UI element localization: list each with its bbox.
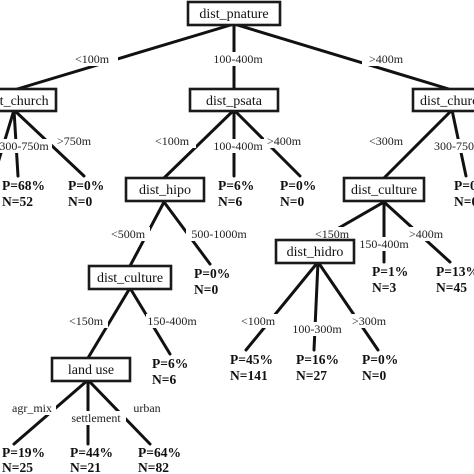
leaf-p: P=13% [436, 264, 474, 279]
edge-label-landuse-mid: settlement [71, 411, 121, 425]
node-dist-church-left: dist_church [0, 87, 58, 113]
edge-label-hidro-left: <100m [241, 314, 276, 328]
edge-root-left [12, 22, 236, 92]
node-dist-psata: dist_psata [188, 87, 280, 113]
node-label-dist-culture-mid: dist_culture [97, 271, 163, 286]
edge-label-hipo-right: 500-1000m [191, 227, 247, 241]
leaf-n: N=141 [230, 368, 268, 383]
node-dist-church-right: dist_churc [411, 87, 474, 113]
node-label-dist-pnature: dist_pnature [199, 7, 268, 22]
edge-hidro-left [244, 260, 320, 352]
leaf-n: N=6 [152, 372, 176, 387]
edge-label-landuse-left: agr_mix [12, 401, 52, 415]
edge-label-hidro-mid: 100-300m [292, 322, 342, 336]
node-label-dist-psata: dist_psata [206, 94, 263, 109]
edge-label-hidro-right: >300m [352, 314, 387, 328]
leaf-p: P=68% [2, 178, 45, 193]
edge-label-landuse-right: urban [133, 401, 160, 415]
edge-label-root-left: <100m [75, 52, 110, 66]
edge-label-root-right: >400m [369, 52, 404, 66]
edge-label-church-right-left: <300m [369, 134, 404, 148]
leaf-n: N=0 [194, 282, 218, 297]
leaf-n: N=6 [218, 194, 242, 209]
edge-psata-left [162, 108, 236, 180]
leaf-n: N=82 [138, 460, 169, 474]
edge-label-church-left-mid: 300-750m [0, 139, 49, 153]
edge-label-culture-right-mid: 150-400m [359, 237, 409, 251]
edge-label-church-right-mid: 300-750 [434, 139, 474, 153]
node-label-land-use: land use [68, 363, 114, 378]
edge-hidro-right [316, 260, 380, 352]
edge-label-root-mid: 100-400m [213, 52, 263, 66]
node-label-dist-culture-right: dist_culture [351, 183, 417, 198]
node-label-dist-church-right: dist_churc [420, 94, 474, 109]
node-dist-culture-mid: dist_culture [87, 264, 173, 291]
node-dist-culture-right: dist_culture [342, 176, 426, 203]
leaf-p: P=6% [218, 178, 254, 193]
leaf-n: N=3 [372, 280, 396, 295]
edge-label-culture-right-left: <150m [315, 227, 350, 241]
leaf-nodes: P=68% N=52 P=0% N=0 P=6% N=6 P=0% N=0 P=… [2, 178, 474, 474]
edge-label-culture-right-right: >400m [409, 227, 444, 241]
edge-label-psata-mid: 100-400m [213, 139, 263, 153]
node-label-dist-hipo: dist_hipo [139, 183, 191, 198]
edge-culture-mid-left [86, 286, 132, 360]
leaf-n: N=0 [280, 194, 304, 209]
leaf-p: P=0% [280, 178, 316, 193]
leaf-p: P=0% [454, 178, 474, 193]
leaf-p: P=1% [372, 264, 408, 279]
leaf-p: P=0% [194, 266, 230, 281]
node-label-dist-hidro: dist_hidro [287, 245, 344, 260]
edge-label-church-left-right: >750m [57, 134, 92, 148]
leaf-n: N=52 [2, 194, 33, 209]
leaf-p: P=19% [2, 445, 45, 460]
edge-label-culture-mid-left: <150m [69, 314, 104, 328]
edge-label-psata-right: >400m [267, 134, 302, 148]
node-dist-hidro: dist_hidro [274, 238, 356, 265]
leaf-p: P=6% [152, 356, 188, 371]
edge-church-right-left [382, 108, 454, 180]
node-land-use: land use [50, 356, 132, 383]
edge-label-culture-mid-right: 150-400m [147, 314, 197, 328]
leaf-p: P=44% [70, 445, 113, 460]
leaf-p: P=0% [362, 352, 398, 367]
leaf-p: P=45% [230, 352, 273, 367]
edge-labels: <100m 100-400m >400m 300-750m >750m <100… [0, 52, 474, 425]
leaf-n: N=27 [296, 368, 327, 383]
node-dist-hipo: dist_hipo [124, 176, 206, 203]
leaf-n: N=21 [70, 460, 101, 474]
leaf-p: P=16% [296, 352, 339, 367]
leaf-n: N=0 [454, 194, 474, 209]
leaf-n: N=0 [68, 194, 92, 209]
leaf-n: N=25 [2, 460, 33, 474]
node-label-dist-church-left: dist_church [0, 94, 49, 109]
leaf-n: N=0 [362, 368, 386, 383]
leaf-n: N=45 [436, 280, 467, 295]
edge-label-psata-left: <100m [155, 134, 190, 148]
edge-hidro-mid [312, 260, 320, 352]
node-dist-pnature: dist_pnature [186, 0, 282, 27]
leaf-p: P=0% [68, 178, 104, 193]
edge-label-hipo-left: <500m [111, 227, 146, 241]
edge-root-right [232, 22, 454, 92]
leaf-p: P=64% [138, 445, 181, 460]
